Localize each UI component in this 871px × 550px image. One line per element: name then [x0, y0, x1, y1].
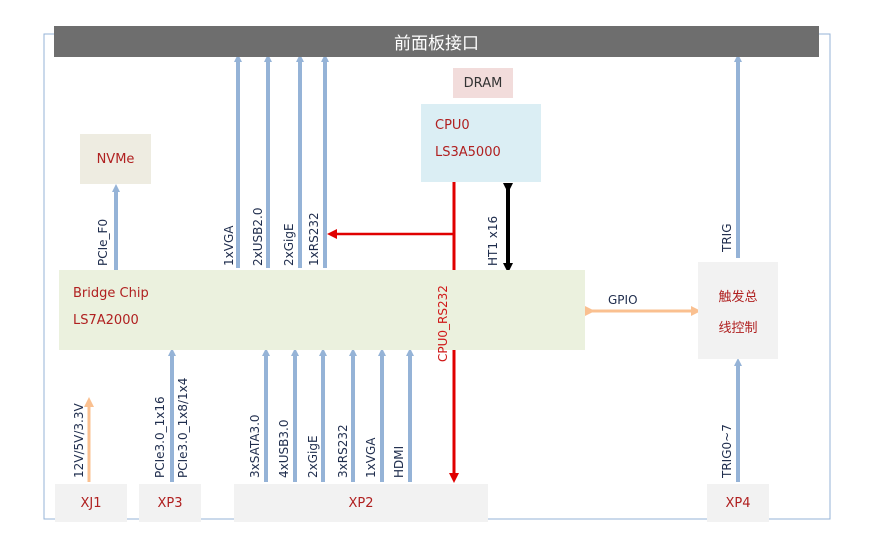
label-power: 12V/5V/3.3V: [72, 403, 86, 478]
label-hdmi: HDMI: [392, 445, 406, 478]
cpu-model: LS3A5000: [435, 145, 501, 160]
front-panel-title: 前面板接口: [394, 34, 479, 54]
connector-xp2: XP2: [234, 484, 488, 522]
label-sata: 3xSATA3.0: [248, 414, 262, 478]
connector-xp4: XP4: [707, 484, 769, 522]
label-rs232-bottom: 3xRS232: [336, 424, 350, 478]
connector-xp4-label: XP4: [725, 495, 751, 511]
bridge-chip-model: LS7A2000: [73, 313, 139, 328]
label-pcie-x16: PCIe3.0_1x16: [153, 396, 167, 478]
label-cpu0-rs232: CPU0_RS232: [436, 285, 450, 362]
label-usb2: 2xUSB2.0: [251, 207, 265, 266]
connector-xj1-label: XJ1: [80, 495, 102, 511]
cpu-block: CPU0 LS3A5000: [421, 104, 541, 182]
label-gige-bottom: 2xGigE: [306, 435, 320, 478]
label-trig07: TRIG0~7: [720, 424, 734, 478]
dram-label: DRAM: [463, 75, 503, 91]
front-panel-header: 前面板接口: [54, 26, 819, 57]
connector-xp3-label: XP3: [157, 495, 183, 511]
connector-xj1: XJ1: [55, 484, 127, 522]
label-vga-bottom: 1xVGA: [364, 437, 378, 478]
dram-block: DRAM: [453, 68, 513, 98]
label-ht1: HT1 x16: [486, 215, 500, 266]
cpu-name: CPU0: [435, 118, 470, 133]
label-rs232-top: 1xRS232: [307, 212, 321, 266]
label-pcie-x8: PCIe3.0_1x8/1x4: [176, 377, 190, 478]
trigger-control-line2: 线控制: [718, 320, 758, 336]
connector-xp3: XP3: [139, 484, 201, 522]
trigger-control-line1: 触发总: [718, 289, 758, 305]
trigger-control-block: 触发总 线控制: [698, 262, 778, 359]
label-gpio: GPIO: [608, 293, 638, 307]
label-trig: TRIG: [720, 223, 734, 252]
connector-xp2-label: XP2: [348, 495, 374, 511]
nvme-label: NVMe: [96, 151, 135, 167]
nvme-block: NVMe: [80, 134, 151, 184]
label-pcie-f0: PCIe_F0: [96, 218, 110, 266]
label-usb3: 4xUSB3.0: [277, 419, 291, 478]
bridge-chip-block: Bridge Chip LS7A2000: [59, 270, 585, 350]
label-vga-top: 1xVGA: [222, 225, 236, 266]
label-gige-top: 2xGigE: [282, 223, 296, 266]
bridge-chip-name: Bridge Chip: [73, 286, 149, 301]
